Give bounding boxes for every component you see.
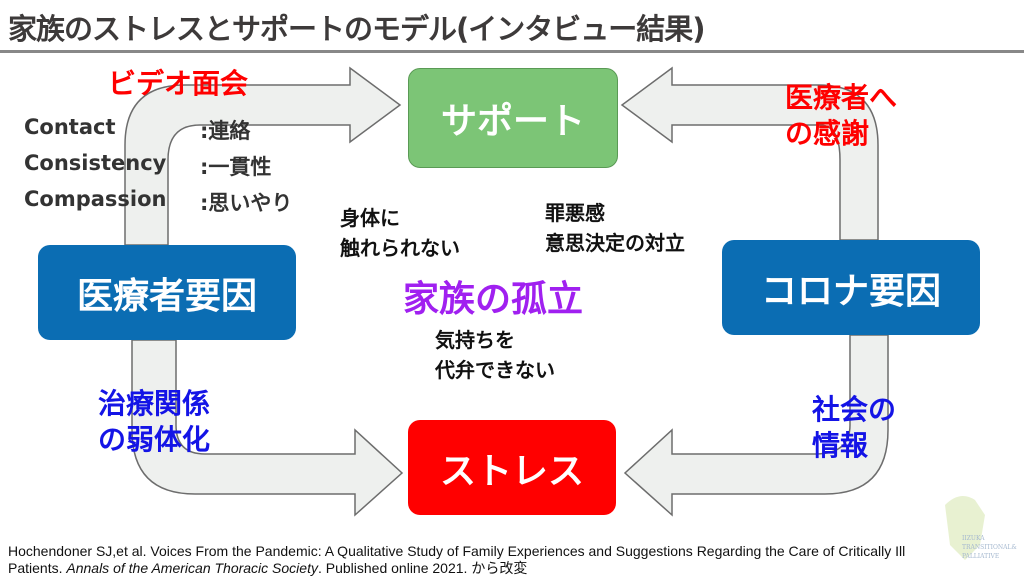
slide-title: 家族のストレスとサポートのモデル(インタビュー結果) bbox=[8, 12, 706, 46]
stress-label: ストレス bbox=[439, 450, 584, 492]
gratitude-line-1: 医療者へ bbox=[785, 81, 898, 114]
social-line-1: 社会の bbox=[812, 393, 897, 426]
touch-line-2: 触れられない bbox=[340, 236, 460, 260]
support-label: サポート bbox=[440, 101, 585, 142]
guilt-label: 罪悪感 意思決定の対立 bbox=[545, 198, 685, 258]
cannot-touch-label: 身体に 触れられない bbox=[340, 203, 460, 263]
citation: Hochendoner SJ,et al. Voices From the Pa… bbox=[8, 543, 905, 576]
family-isolation-label: 家族の孤立 bbox=[403, 279, 584, 320]
voice-line-2: 代弁できない bbox=[435, 358, 555, 382]
contact-term: Contact bbox=[24, 115, 116, 139]
svg-text:PALLIATIVE: PALLIATIVE bbox=[962, 553, 999, 560]
weaken-line-1: 治療関係 bbox=[98, 387, 211, 420]
arrow-corona-to-support bbox=[620, 66, 879, 241]
arrow-medical-to-stress bbox=[131, 339, 404, 517]
citation-journal: Annals of the American Thoracic Society bbox=[66, 560, 318, 576]
medical-factors-label: 医療者要因 bbox=[76, 275, 257, 317]
guilt-line-2: 意思決定の対立 bbox=[545, 231, 685, 255]
citation-line-1: Hochendoner SJ,et al. Voices From the Pa… bbox=[8, 543, 906, 559]
compassion-meaning: :思いやり bbox=[200, 191, 293, 215]
arrow-corona-to-stress bbox=[623, 334, 889, 517]
cannot-advocate-label: 気持ちを 代弁できない bbox=[435, 325, 555, 385]
svg-text:IIZUKA: IIZUKA bbox=[962, 535, 985, 542]
corona-factors-box: コロナ要因 bbox=[722, 240, 980, 335]
medical-factors-box: 医療者要因 bbox=[38, 245, 296, 340]
video-visit-label: ビデオ面会 bbox=[108, 67, 249, 100]
contact-meaning: :連絡 bbox=[200, 119, 251, 143]
citation-line-2: Patients. Annals of the American Thoraci… bbox=[8, 560, 905, 576]
svg-text:TRANSITIONAL&: TRANSITIONAL& bbox=[962, 544, 1017, 551]
compassion-term: Compassion bbox=[24, 187, 167, 211]
title-divider bbox=[0, 50, 1024, 53]
corona-factors-label: コロナ要因 bbox=[760, 270, 941, 312]
citation-suffix: . Published online 2021. から改変 bbox=[317, 560, 528, 576]
gratitude-label: 医療者へ の感謝 bbox=[785, 80, 897, 152]
consistency-term: Consistency bbox=[24, 151, 167, 175]
touch-line-1: 身体に bbox=[340, 206, 400, 230]
social-info-label: 社会の 情報 bbox=[812, 392, 896, 464]
guilt-line-1: 罪悪感 bbox=[545, 201, 605, 225]
support-box: サポート bbox=[408, 68, 618, 168]
stress-box: ストレス bbox=[408, 420, 616, 515]
gratitude-line-2: の感謝 bbox=[785, 117, 870, 150]
logo: IIZUKA TRANSITIONAL& PALLIATIVE bbox=[945, 496, 1017, 560]
arrow-medical-to-support bbox=[124, 66, 402, 246]
weakened-relationship-label: 治療関係 の弱体化 bbox=[98, 386, 210, 458]
social-line-2: 情報 bbox=[812, 429, 869, 462]
voice-line-1: 気持ちを bbox=[435, 328, 515, 352]
consistency-meaning: :一貫性 bbox=[200, 155, 272, 179]
citation-prefix: Patients. bbox=[8, 560, 67, 576]
weaken-line-2: の弱体化 bbox=[98, 423, 211, 456]
